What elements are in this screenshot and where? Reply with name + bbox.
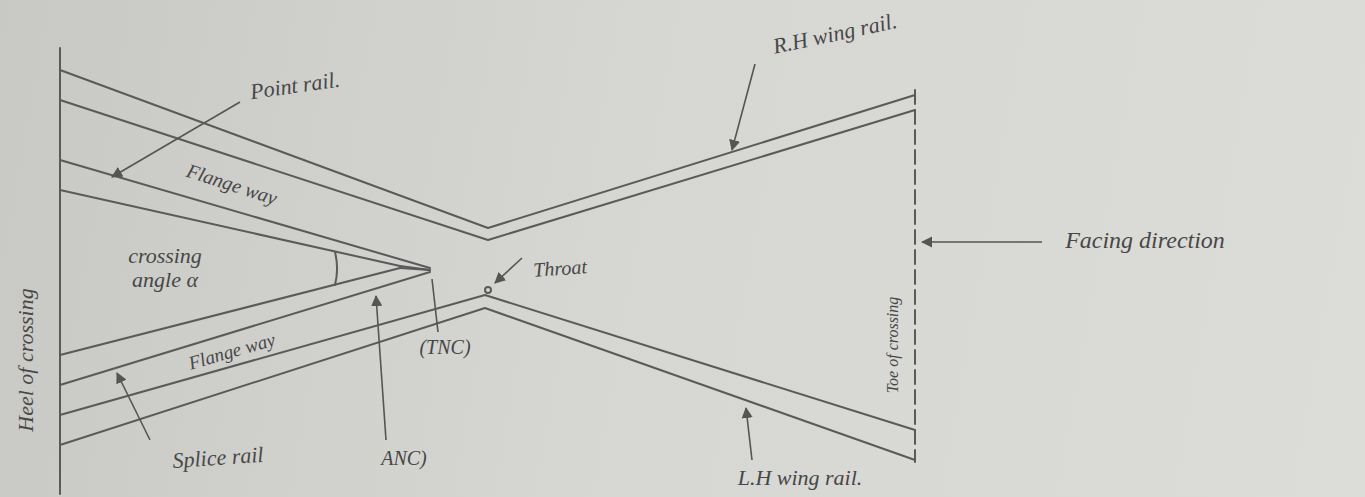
wing-rail (60, 308, 915, 460)
part-label: Flange way (186, 330, 277, 375)
nose (400, 268, 430, 270)
part-label: ANC) (381, 447, 427, 469)
point-rail (60, 160, 430, 268)
direction-arrow (922, 241, 1042, 243)
end-label: Heel of crossing (14, 288, 38, 431)
leader-line (732, 64, 755, 150)
part-label: L.H wing rail. (738, 466, 863, 490)
end-label: Toe of crossing (884, 297, 902, 394)
splice-rail (60, 272, 430, 385)
leader-line (117, 373, 150, 440)
part-label: Point rail. (249, 68, 342, 105)
leader-line (746, 408, 752, 460)
wing-rail (60, 295, 915, 430)
angle-label: crossing angle α (110, 244, 220, 292)
angle-arc (335, 252, 337, 285)
direction-label: Facing direction (1065, 227, 1225, 253)
toe-line (914, 90, 916, 462)
leader-line (376, 296, 386, 440)
heel-line (59, 48, 61, 494)
leader-line (432, 279, 438, 332)
part-label: R.H wing rail. (771, 9, 899, 59)
leader-line (495, 258, 522, 283)
part-label: Splice rail (172, 443, 265, 473)
leader-line (112, 102, 240, 177)
part-label: Throat (532, 255, 587, 281)
point-rail (60, 190, 400, 266)
nose (400, 266, 430, 270)
throat-mark (485, 287, 491, 293)
part-label: (TNC) (419, 336, 470, 358)
